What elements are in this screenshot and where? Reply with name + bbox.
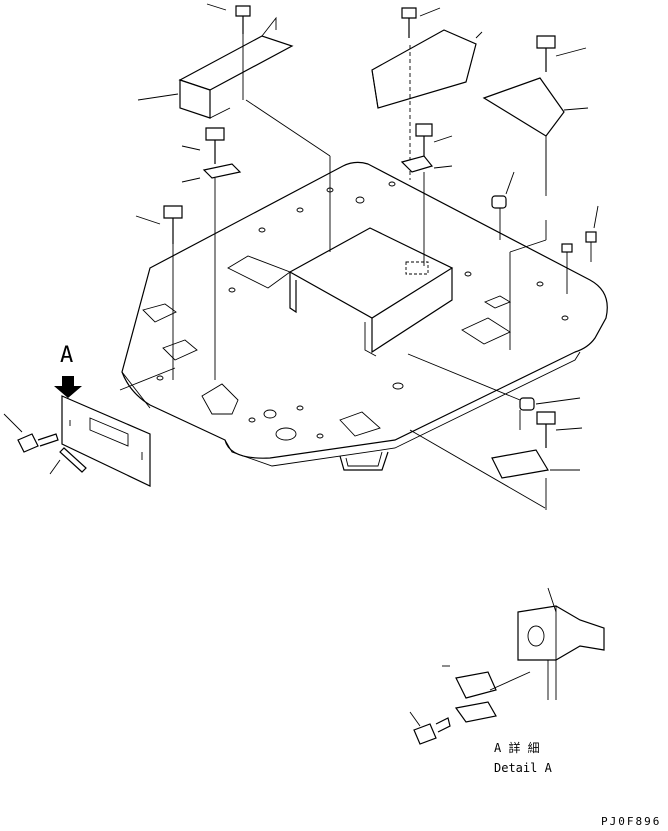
cover-center — [371, 29, 477, 180]
bolt-right — [536, 411, 583, 448]
cover-left — [178, 16, 294, 119]
bolt-top-center — [401, 7, 441, 38]
leader-lines — [119, 31, 589, 509]
figure-code: PJ0F896 — [601, 815, 661, 828]
center-box — [288, 227, 454, 357]
plug-1 — [491, 171, 515, 240]
small-bolt-2 — [585, 205, 599, 262]
detail-a-marker: A — [54, 343, 82, 398]
handle — [339, 451, 389, 471]
side-bracket — [61, 395, 151, 487]
floor-plate — [121, 161, 608, 467]
washer-center — [400, 155, 453, 266]
plate-lower-right — [491, 449, 580, 510]
bolt-front-left — [3, 413, 59, 453]
detail-marker-label: A — [60, 343, 73, 368]
bolt-mid-left — [181, 127, 225, 164]
plug-2 — [519, 397, 581, 411]
spacer-front-left — [49, 447, 87, 475]
detail-caption-en: Detail A — [494, 761, 553, 775]
floor-cutouts — [142, 181, 569, 441]
bolt-mid-center — [415, 123, 453, 158]
small-bolt-1 — [561, 243, 573, 294]
detail-a-view: A 詳 細 Detail A — [409, 587, 605, 775]
detail-caption-jp: A 詳 細 — [494, 740, 540, 755]
washer-left — [181, 163, 242, 380]
bolt-top-left — [206, 3, 251, 100]
bolt-left — [135, 205, 183, 380]
plate-right — [482, 77, 565, 137]
